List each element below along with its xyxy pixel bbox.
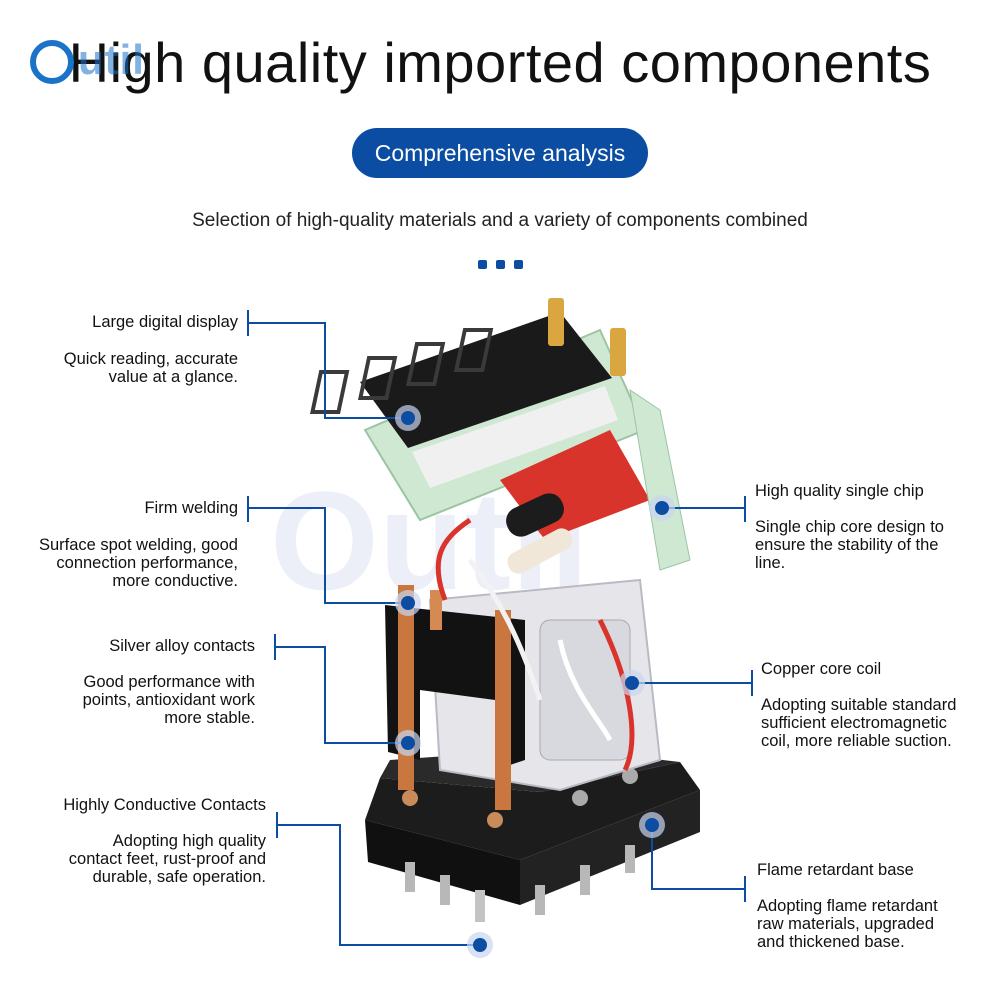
relay-base (365, 748, 700, 922)
callout-title: Silver alloy contacts (109, 637, 255, 655)
display-pcb (310, 298, 691, 574)
section-subheading: Selection of high-quality materials and … (192, 210, 808, 231)
callout-description: Single chip core design to ensure the st… (755, 518, 990, 572)
divider-dot (514, 260, 523, 269)
callout-desc-line: value at a glance. (108, 368, 238, 386)
callout-desc-line: raw materials, upgraded (757, 915, 935, 933)
callout-desc-line: and thickened base. (757, 933, 905, 951)
divider-dot (496, 260, 505, 269)
callout-title: Large digital display (92, 313, 238, 331)
callout-desc-line: more conductive. (112, 572, 238, 590)
callout-description: Adopting flame retardant raw materials, … (757, 897, 987, 951)
callout-lines (247, 310, 753, 946)
callout-desc-line: Good performance with (83, 673, 255, 691)
callout-desc-line: more stable. (164, 709, 255, 727)
callout-title: Firm welding (144, 499, 238, 517)
callout-desc-line: sufficient electromagnetic (761, 714, 947, 732)
callout-title: Highly Conductive Contacts (63, 796, 266, 814)
callout-desc-line: durable, safe operation. (92, 868, 266, 886)
brand-logo: util (30, 36, 190, 86)
callout-title: Flame retardant base (757, 861, 914, 879)
divider-dot (478, 260, 487, 269)
callout-desc-line: ensure the stability of the (755, 536, 939, 554)
callout-desc-line: Single chip core design to (755, 518, 944, 536)
callout-desc-line: contact feet, rust-proof and (68, 850, 266, 868)
callout-title: Copper core coil (761, 660, 882, 678)
callout-desc-line: points, antioxidant work (82, 691, 255, 709)
callout-desc-line: Surface spot welding, good (38, 536, 238, 554)
callout-description: Good performance with points, antioxidan… (0, 673, 255, 727)
page-headline: High quality imported components (68, 31, 932, 94)
relay-wires (435, 517, 635, 772)
callout-desc-line: connection performance, (56, 554, 238, 572)
callout-description: Surface spot welding, good connection pe… (0, 536, 238, 590)
callout-title: High quality single chip (755, 482, 924, 500)
callout-desc-line: line. (755, 554, 786, 572)
callout-desc-line: Adopting flame retardant (757, 897, 938, 915)
callout-description: Adopting high quality contact feet, rust… (6, 832, 266, 886)
section-pill-badge: Comprehensive analysis (352, 128, 648, 178)
callout-desc-line: Adopting suitable standard (761, 696, 957, 714)
callout-desc-line: coil, more reliable suction. (761, 732, 952, 750)
dots-divider (478, 260, 524, 270)
logo-ring-icon (30, 40, 74, 84)
callout-desc-line: Quick reading, accurate (63, 350, 238, 368)
callout-description: Quick reading, accurate value at a glanc… (0, 350, 238, 386)
callout-dots (395, 405, 675, 958)
logo-text: util (78, 36, 145, 83)
callout-description: Adopting suitable standard sufficient el… (761, 696, 991, 750)
callout-desc-line: Adopting high quality (112, 832, 266, 850)
